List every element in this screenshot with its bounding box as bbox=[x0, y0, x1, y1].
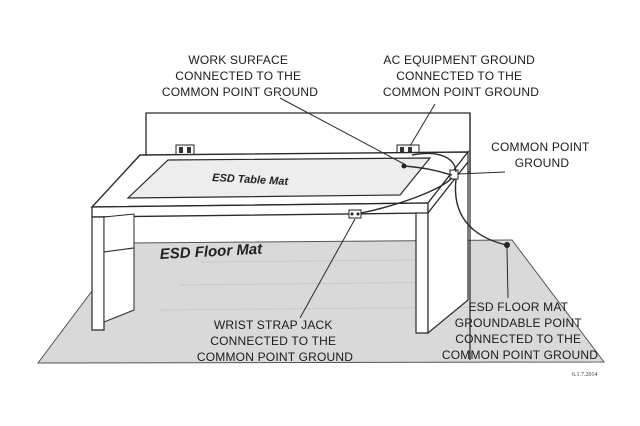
table-mat-label: ESD Table Mat bbox=[212, 172, 290, 188]
floor-mat-label: ESD Floor Mat bbox=[159, 241, 263, 263]
label-wrist-strap-jack: WRIST STRAP JACK CONNECTED TO THE COMMON… bbox=[197, 318, 353, 364]
wrist-strap-jack bbox=[348, 209, 362, 219]
floor-mat-snap bbox=[504, 242, 510, 248]
leader-lines bbox=[279, 97, 509, 319]
drawing-code: 6.1.7.2014 bbox=[572, 372, 598, 378]
label-floor-mat-ground-point: ESD FLOOR MAT GROUNDABLE POINT CONNECTED… bbox=[442, 300, 598, 362]
table-mat-snap bbox=[401, 163, 407, 169]
table-mat: ESD Table Mat bbox=[126, 157, 432, 199]
label-work-surface: WORK SURFACE CONNECTED TO THE COMMON POI… bbox=[162, 53, 318, 99]
outlet-left bbox=[175, 144, 195, 156]
ground-wires bbox=[360, 152, 507, 246]
label-common-point-ground: COMMON POINT GROUND bbox=[491, 140, 593, 170]
label-ac-equipment-ground: AC EQUIPMENT GROUND CONNECTED TO THE COM… bbox=[383, 53, 539, 99]
